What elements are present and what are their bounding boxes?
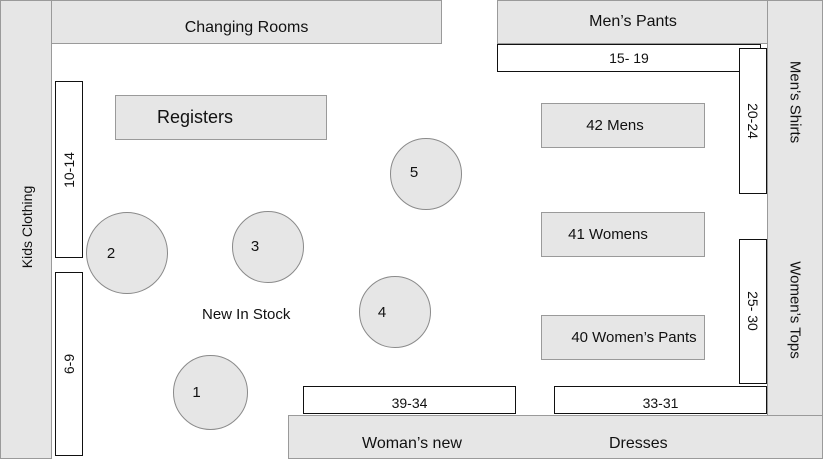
womans-new-label: Woman’s new (362, 435, 462, 452)
fixture-40-womens-pants: 40 Women’s Pants (541, 315, 705, 360)
womens-tops-label: Women’s Tops (786, 261, 804, 359)
right-wall-area (767, 0, 823, 420)
rack-6-9 (55, 272, 83, 456)
rack-25-30-label: 25- 30 (745, 291, 761, 331)
changing-rooms-area: Changing Rooms (51, 0, 442, 44)
rack-39-34: 39-34 (303, 386, 516, 414)
table-5: 5 (390, 138, 462, 210)
kids-clothing-label: Kids Clothing (19, 185, 35, 269)
fixture-42-mens: 42 Mens (541, 103, 705, 148)
table-1: 1 (173, 355, 248, 430)
rack-10-14-label: 10-14 (61, 152, 77, 188)
rack-10-14 (55, 81, 83, 258)
kids-clothing-area (0, 0, 52, 459)
table-4: 4 (359, 276, 431, 348)
registers: Registers (115, 95, 327, 140)
mens-pants-area: Men’s Pants (497, 0, 769, 44)
mens-shirts-label: Men’s Shirts (786, 60, 804, 144)
registers-label: Registers (157, 107, 234, 127)
mens-pants-label: Men’s Pants (589, 13, 677, 30)
new-in-stock-label: New In Stock (202, 306, 291, 323)
rack-15-19: 15- 19 (497, 44, 761, 72)
dresses-label: Dresses (609, 435, 668, 452)
rack-20-24 (739, 48, 767, 194)
rack-25-30 (739, 239, 767, 384)
changing-rooms-label: Changing Rooms (184, 19, 309, 36)
rack-20-24-label: 20-24 (745, 103, 761, 139)
rack-33-31: 33-31 (554, 386, 767, 414)
fixture-41-womens: 41 Womens (541, 212, 705, 257)
table-3: 3 (232, 211, 304, 283)
rack-6-9-label: 6-9 (61, 353, 77, 375)
table-2: 2 (86, 212, 168, 294)
